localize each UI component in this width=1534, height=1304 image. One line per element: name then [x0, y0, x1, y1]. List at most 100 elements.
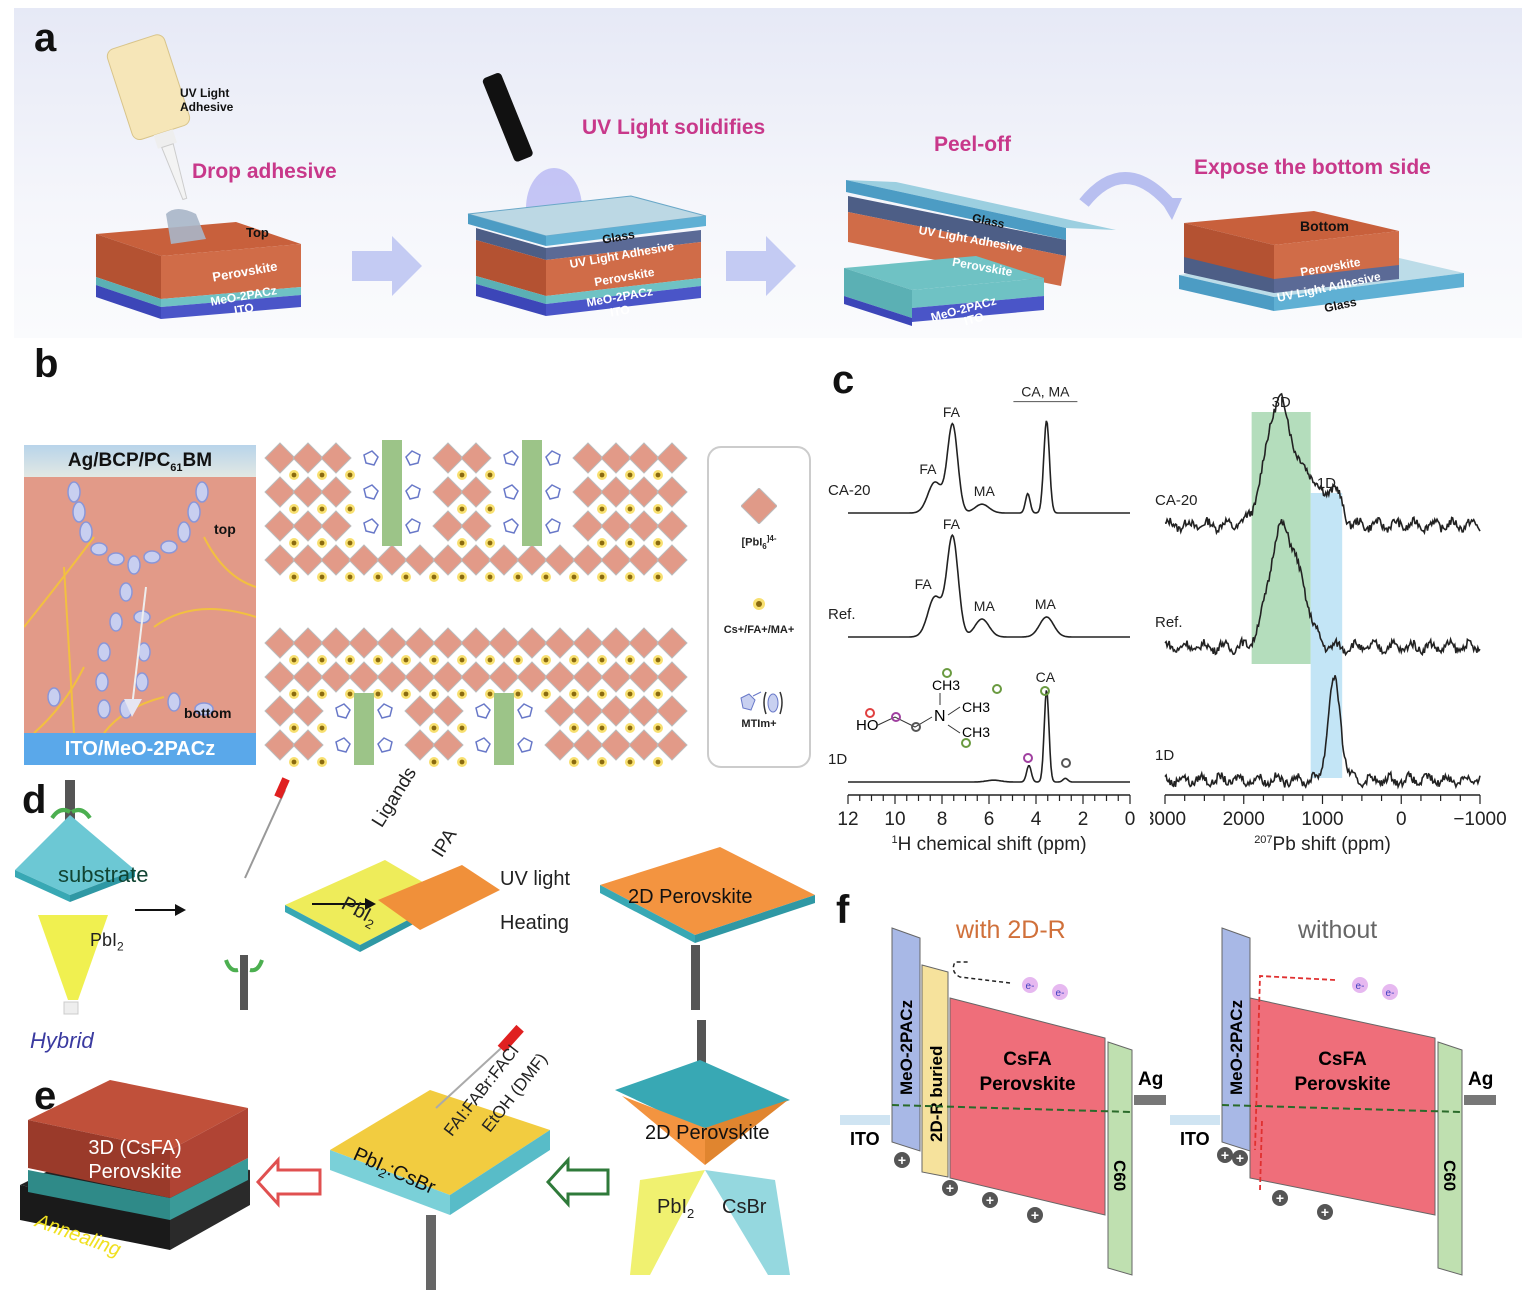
etl-label: C60	[1440, 1160, 1459, 1191]
mtim-molecule	[475, 703, 491, 719]
substrate-label: substrate	[58, 862, 149, 887]
x-tick-label: 6	[984, 809, 995, 830]
absorber-label: CsFA	[1003, 1049, 1052, 1070]
legend-mtim-label: MTIm+	[741, 718, 777, 730]
pbi6-octahedron	[264, 695, 296, 727]
cation-core	[459, 506, 465, 512]
bottom-electrode: ITO/MeO-2PACz	[24, 733, 256, 765]
cation-core	[431, 725, 437, 731]
pbi6-octahedron	[264, 442, 296, 474]
cation-core	[459, 540, 465, 546]
electron-label: e-	[1026, 981, 1035, 992]
series-label: Ref.	[1155, 614, 1183, 631]
hole-label: +	[986, 1192, 994, 1208]
pbi6-octahedron	[404, 661, 436, 693]
bond	[947, 706, 961, 716]
cation-core	[515, 657, 521, 663]
hole-label: +	[1276, 1190, 1284, 1206]
series-label: Ref.	[828, 606, 856, 623]
pbi6-octahedron	[600, 729, 632, 761]
absorber-label: Perovskite	[979, 1074, 1075, 1095]
hole	[1217, 1147, 1233, 1163]
cation-core	[319, 472, 325, 478]
proton-marker	[942, 668, 952, 678]
spectrum-line-Ref.	[848, 533, 1130, 638]
pbi6-octahedron	[600, 627, 632, 659]
top-electrode-sub: 61	[170, 461, 183, 474]
cation-core	[291, 657, 297, 663]
molecule-ho: HO	[856, 717, 879, 734]
pbi6-octahedron	[628, 661, 660, 693]
label-bottom: bottom	[184, 705, 232, 721]
cation-core	[459, 691, 465, 697]
top-electrode-label: Ag/BCP/PC	[67, 450, 171, 471]
series-label: 1D	[1155, 747, 1174, 764]
pbi6-octahedron	[264, 544, 296, 576]
top-film-2d-label: 2D Perovskite	[645, 1122, 770, 1144]
peak-annotation: FA	[943, 516, 961, 532]
pbi6-octahedron	[320, 442, 352, 474]
final-line2: Perovskite	[88, 1161, 182, 1183]
pbi6-octahedron	[628, 510, 660, 542]
panel-letter-e: e	[34, 1074, 57, 1118]
x-tick-label: 10	[884, 809, 905, 830]
cation-core	[599, 657, 605, 663]
mtim-molecule-icon	[740, 691, 783, 715]
pbi6-octahedron	[432, 661, 464, 693]
pbi6-octahedron	[572, 661, 604, 693]
hole	[1027, 1207, 1043, 1223]
pbi6-octahedron	[656, 476, 688, 508]
cation-core	[347, 506, 353, 512]
cation-core	[655, 472, 661, 478]
mtim-molecule	[363, 518, 379, 534]
fermi-level	[1221, 1104, 1463, 1113]
pbi6-octahedron	[656, 544, 688, 576]
hole	[1272, 1190, 1288, 1206]
mtim-molecule	[545, 518, 561, 534]
cation-core	[627, 725, 633, 731]
series-label: CA-20	[1155, 492, 1198, 509]
pbi6-octahedron	[292, 476, 324, 508]
proton-marker	[1061, 758, 1071, 768]
hole-label: +	[898, 1152, 906, 1168]
cation-core	[627, 472, 633, 478]
peak-annotation: FA	[919, 461, 937, 477]
cation-core	[291, 691, 297, 697]
cation-core	[571, 657, 577, 663]
step-1-title: Drop adhesive	[192, 160, 337, 183]
pbi6-octahedron	[544, 695, 576, 727]
mtim-molecule	[503, 484, 519, 500]
electron	[1022, 977, 1038, 993]
pbi6-octahedron	[600, 695, 632, 727]
cation-core	[375, 657, 381, 663]
peak-annotation: MA	[1035, 596, 1057, 612]
mtim-molecule	[377, 703, 393, 719]
x-tick-label: −1000	[1453, 809, 1506, 830]
pbi6-octahedron	[376, 661, 408, 693]
pbi6-octahedron	[460, 661, 492, 693]
pbi6-octahedron	[460, 544, 492, 576]
uv-light-label: UV light	[500, 868, 571, 890]
pbi6-octahedron	[460, 476, 492, 508]
cation-core	[487, 574, 493, 580]
cation-core	[291, 506, 297, 512]
pbi6-octahedron	[292, 695, 324, 727]
ligand-spacer	[382, 440, 402, 546]
cation-core	[599, 725, 605, 731]
ito-level	[840, 1115, 890, 1125]
pbi6-octahedron	[264, 510, 296, 542]
ligand-spacer	[494, 693, 514, 765]
cation-core	[347, 472, 353, 478]
pbi6-octahedron	[320, 476, 352, 508]
pbi6-octahedron	[264, 729, 296, 761]
cation-core	[347, 657, 353, 663]
panel-letter-c: c	[832, 358, 855, 402]
pbi6-octahedron	[656, 661, 688, 693]
electron-blocked-path	[952, 961, 1011, 984]
final-perovskite-label: 3D (CsFA) Perovskite	[60, 1136, 210, 1184]
cation-core	[459, 725, 465, 731]
x-tick-label: 0	[1125, 809, 1136, 830]
lattice-bottom	[264, 627, 688, 767]
ito-label: ITO	[850, 1129, 880, 1149]
